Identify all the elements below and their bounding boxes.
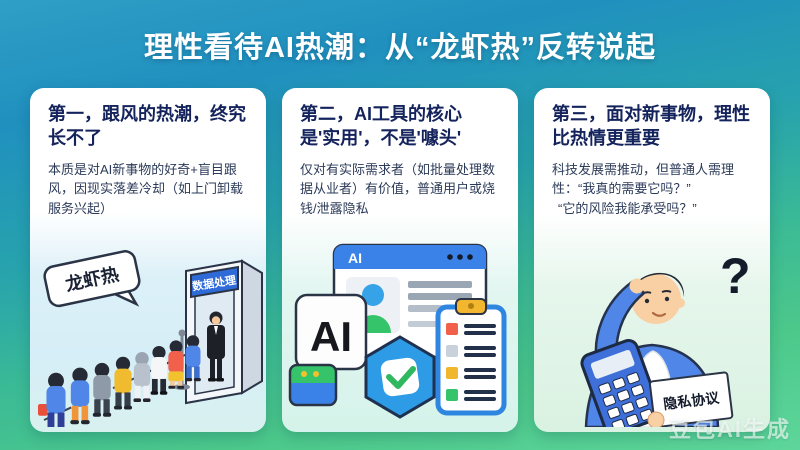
- card1-heading: 第一，跟风的热潮，终究长不了: [48, 104, 246, 148]
- queue-scene-svg: 数据处理: [37, 250, 263, 432]
- card3-heading: 第三，面对新事物，理性比热情更重要: [552, 104, 750, 148]
- card-row: 第一，跟风的热潮，终究长不了 本质是对AI新事物的好奇+盲目跟风，因现实落差冷却…: [30, 88, 770, 432]
- privacy-policy-paper: 隐私协议: [648, 371, 734, 428]
- checkmark-icon: [386, 366, 416, 389]
- ai-logo-label: AI: [310, 313, 352, 360]
- queue-person: [37, 372, 67, 432]
- queue-illustration: 数据处理: [30, 223, 266, 432]
- browser-title-label: AI: [348, 250, 362, 266]
- ai-generated-watermark: 豆包AI生成: [668, 417, 791, 442]
- card2-heading: 第二，AI工具的核心是'实用'，不是'噱头': [300, 104, 462, 148]
- data-processing-booth: 数据处理: [174, 259, 263, 405]
- thinking-man-illustration: ?: [534, 227, 770, 432]
- card3-body: 科技发展需推动，但普通人需理性：“我真的需要它吗？” “它的风险我能承受吗？”: [552, 160, 753, 219]
- man-holding-hand: [647, 411, 665, 429]
- suited-greeter-figure: [207, 311, 225, 382]
- browser-menu-dots-icon: [447, 254, 453, 260]
- queue-person: [133, 352, 151, 402]
- speech-bubble: 龙虾热: [43, 250, 141, 308]
- verified-hexagon-badge: [364, 335, 436, 419]
- browser-header: [334, 245, 486, 269]
- page-title: 理性看待AI热潮：从“龙虾热”反转说起: [143, 32, 656, 64]
- calculator-screen: [590, 349, 635, 379]
- privacy-policy-label: 隐私协议: [662, 389, 721, 412]
- avatar-head: [362, 284, 384, 306]
- thinking-man-svg: ?: [580, 248, 751, 432]
- queue-person: [168, 340, 185, 389]
- card-ai-tools-practical: 第二，AI工具的核心是'实用'，不是'噱头' 仅对有实际需求者（如批量处理数据从…: [282, 88, 518, 432]
- clipboard-checklist: [435, 298, 507, 416]
- queue-person: [185, 335, 201, 382]
- ai-tools-svg: AI AI: [288, 243, 507, 419]
- ai-tools-illustration: AI AI: [282, 237, 518, 432]
- queue-person: [113, 356, 133, 410]
- door-sign: [190, 265, 239, 299]
- wallet-icon: [288, 363, 338, 407]
- ai-logo-card: AI: [294, 293, 368, 371]
- card1-body: 本质是对AI新事物的好奇+盲目跟风，因现实落差冷却（如上门卸载服务兴起）: [48, 161, 244, 216]
- card3-body-line2: “它的风险我能承受吗？”: [558, 200, 697, 216]
- queue-person: [70, 367, 90, 425]
- card-follow-trend: 第一，跟风的热潮，终究长不了 本质是对AI新事物的好奇+盲目跟风，因现实落差冷却…: [30, 88, 266, 432]
- card3-body-line1: 科技发展需推动，但普通人需理性：“我真的需要它吗？”: [552, 161, 735, 197]
- queue-person: [92, 362, 112, 417]
- card2-body: 仅对有实际需求者（如批量处理数据从业者）有价值，普通用户或烧钱/泄露隐私: [300, 161, 496, 216]
- question-mark-glyph: ?: [720, 248, 751, 304]
- man-hand: [629, 278, 645, 294]
- calculator: [580, 338, 662, 432]
- queue-people: [37, 335, 201, 432]
- card-rationality-over-enthusiasm: 第三，面对新事物，理性比热情更重要 科技发展需推动，但普通人需理性：“我真的需要…: [534, 88, 770, 432]
- queue-person: [150, 345, 168, 395]
